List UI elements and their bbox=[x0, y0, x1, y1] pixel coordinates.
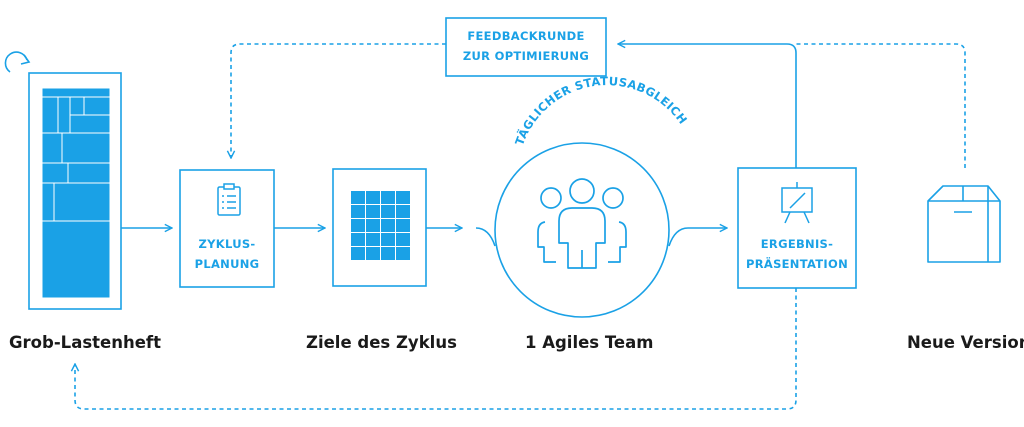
grid-cell bbox=[351, 219, 365, 232]
feedback-box bbox=[445, 17, 607, 77]
neue-version-to-feedback-dashed bbox=[796, 43, 966, 168]
grid-cell bbox=[396, 233, 410, 246]
grid-cell bbox=[396, 191, 410, 204]
ergebnis-label-line1: ERGEBNIS- bbox=[760, 237, 834, 251]
grid-cell bbox=[366, 233, 380, 246]
grid-cell bbox=[396, 247, 410, 260]
feedback-label-line1: FEEDBACKRUNDE bbox=[467, 29, 585, 43]
grid-cell bbox=[351, 247, 365, 260]
feedback-line-from-ergebnis bbox=[618, 44, 797, 168]
feedback-label: FEEDBACKRUNDE ZUR OPTIMIERUNG bbox=[446, 26, 606, 66]
team-icon bbox=[537, 178, 627, 269]
neue-version-label: Neue Version bbox=[907, 333, 1024, 352]
grid-cell bbox=[366, 191, 380, 204]
grob-lastenheft-document bbox=[28, 72, 122, 310]
presentation-icon bbox=[781, 182, 813, 224]
grid-icon bbox=[351, 191, 410, 260]
grid-cell bbox=[396, 205, 410, 218]
grid-cell bbox=[381, 191, 395, 204]
bottom-loop-dashed bbox=[75, 288, 797, 410]
grid-cell bbox=[366, 219, 380, 232]
statusabgleich-arc-text: TÄGLICHER STATUSABGLEICH bbox=[512, 74, 690, 147]
clipboard-icon bbox=[217, 183, 241, 216]
team-label: 1 Agiles Team bbox=[525, 333, 654, 352]
lastenheft-treemap bbox=[41, 87, 111, 299]
team-circle bbox=[494, 142, 670, 318]
grid-cell bbox=[381, 205, 395, 218]
team-connector-left bbox=[475, 227, 496, 247]
grid-cell bbox=[351, 205, 365, 218]
grid-cell bbox=[351, 233, 365, 246]
grid-cell bbox=[366, 247, 380, 260]
zyklusplanung-label-line1: ZYKLUS- bbox=[198, 237, 256, 251]
feedback-label-line2: ZUR OPTIMIERUNG bbox=[462, 49, 590, 63]
grob-lastenheft-label: Grob-Lastenheft bbox=[9, 333, 161, 352]
grid-cell bbox=[396, 219, 410, 232]
ergebnis-label-line2: PRÄSENTATION bbox=[745, 257, 849, 271]
grid-cell bbox=[381, 219, 395, 232]
team-connector-right bbox=[668, 227, 689, 247]
grid-cell bbox=[381, 247, 395, 260]
loop-arrowhead bbox=[20, 54, 31, 65]
grid-cell bbox=[351, 191, 365, 204]
ergebnis-label: ERGEBNIS- PRÄSENTATION bbox=[738, 234, 856, 274]
feedback-to-planung-dashed bbox=[231, 43, 446, 158]
ziele-label: Ziele des Zyklus bbox=[306, 333, 457, 352]
loop-arrow-icon bbox=[4, 51, 28, 73]
zyklusplanung-label-line2: PLANUNG bbox=[194, 257, 260, 271]
ergebnis-box bbox=[737, 167, 857, 289]
box-icon bbox=[927, 185, 1001, 263]
zyklusplanung-label: ZYKLUS- PLANUNG bbox=[180, 234, 274, 274]
grid-cell bbox=[366, 205, 380, 218]
grid-cell bbox=[381, 233, 395, 246]
